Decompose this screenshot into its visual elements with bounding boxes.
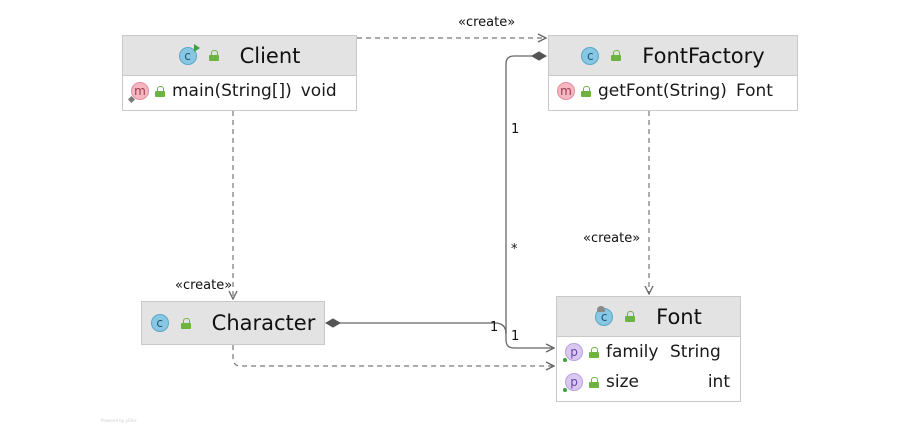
class-font[interactable]: c Font p family String p size int xyxy=(556,296,741,402)
multiplicity-character-one-b: 1 xyxy=(511,329,520,344)
method-main-name: main(String[]) xyxy=(172,81,292,101)
method-icon: m xyxy=(557,82,575,100)
multiplicity-factory-one: 1 xyxy=(511,122,520,137)
edge-character-depends-font xyxy=(232,345,554,366)
field-family-type: String xyxy=(670,342,721,362)
class-client-header[interactable]: c Client xyxy=(123,36,356,76)
class-font-name: Font xyxy=(656,304,702,329)
method-getfont-name: getFont(String) xyxy=(598,81,727,101)
class-fontfactory[interactable]: c FontFactory m getFont(String) Font xyxy=(548,35,798,111)
field-size-name: size xyxy=(606,372,639,392)
field-family[interactable]: p family String xyxy=(557,337,740,367)
public-access-icon xyxy=(589,376,599,388)
class-character[interactable]: c Character xyxy=(141,301,325,345)
class-client[interactable]: c Client m main(String[]) void xyxy=(122,35,357,111)
method-icon: m xyxy=(127,82,149,104)
runnable-icon xyxy=(193,43,200,52)
class-character-header[interactable]: c Character xyxy=(142,302,324,344)
public-access-icon xyxy=(625,311,636,322)
field-size[interactable]: p size int xyxy=(557,367,740,397)
public-access-icon xyxy=(208,50,219,61)
edge-fontfactory-aggregates-font xyxy=(505,55,554,348)
class-icon: c xyxy=(581,46,600,65)
class-font-header[interactable]: c Font xyxy=(557,297,740,337)
class-character-name: Character xyxy=(211,311,316,335)
label-create-client-character: «create» xyxy=(175,278,233,293)
field-dot-icon xyxy=(563,388,567,392)
method-getfont-return-type: Font xyxy=(735,81,773,101)
label-create-fontfactory-font: «create» xyxy=(583,231,641,246)
class-fontfactory-name: FontFactory xyxy=(642,43,765,68)
public-access-icon xyxy=(155,85,165,97)
class-icon: c xyxy=(178,43,200,65)
public-access-icon xyxy=(581,85,591,97)
edge-character-aggregates-font xyxy=(326,322,507,335)
label-create-client-fontfactory: «create» xyxy=(458,15,516,30)
public-access-icon xyxy=(180,317,191,329)
public-access-icon xyxy=(611,50,622,61)
class-icon: c xyxy=(595,305,614,326)
multiplicity-factory-many: * xyxy=(511,242,518,257)
property-icon: p xyxy=(563,343,583,362)
field-family-name: family xyxy=(606,342,659,362)
class-fontfactory-header[interactable]: c FontFactory xyxy=(549,36,797,76)
powered-by-watermark: Powered by yFiles xyxy=(101,418,137,423)
fontfactory-aggregation-diamond xyxy=(530,51,548,61)
multiplicity-character-one-a: 1 xyxy=(490,320,499,335)
method-main-return-type: void xyxy=(300,81,337,101)
field-dot-icon xyxy=(563,358,567,362)
class-icon: c xyxy=(150,314,169,332)
public-access-icon xyxy=(589,346,599,358)
character-aggregation-diamond xyxy=(324,318,342,328)
method-main[interactable]: m main(String[]) void xyxy=(123,76,356,106)
class-client-name: Client xyxy=(239,43,301,68)
field-size-type: int xyxy=(707,372,730,392)
property-icon: p xyxy=(563,373,583,392)
method-getfont[interactable]: m getFont(String) Font xyxy=(549,76,797,106)
final-icon xyxy=(597,305,606,312)
